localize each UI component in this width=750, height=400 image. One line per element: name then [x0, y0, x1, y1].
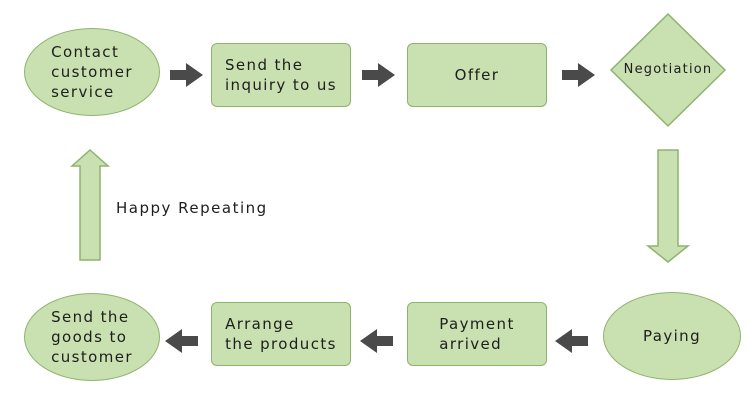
arrow-payment-to-arrange	[360, 329, 393, 353]
arrow-arrange-to-send-goods	[165, 329, 198, 353]
negotiation-diamond	[609, 12, 727, 128]
node-label: Payment arrived	[439, 315, 515, 353]
node-contact-customer-service: Contact customer service	[24, 28, 160, 116]
node-send-inquiry: Send the inquiry to us	[211, 43, 351, 107]
arrow-paying-to-payment	[555, 329, 588, 353]
arrow-negotiation-to-paying	[645, 149, 691, 263]
node-label: Negotiation	[623, 62, 713, 77]
node-offer: Offer	[407, 43, 547, 107]
arrow-inquiry-to-offer	[362, 63, 395, 87]
node-label: Send the goods to customer	[51, 308, 133, 366]
node-label: Paying	[642, 327, 702, 345]
node-label: Arrange the products	[225, 315, 337, 353]
arrow-repeat-up	[70, 148, 110, 261]
arrow-contact-to-inquiry	[170, 63, 203, 87]
node-arrange-products: Arrange the products	[211, 302, 351, 366]
node-negotiation-label: Negotiation	[611, 60, 725, 80]
node-paying: Paying	[603, 292, 741, 380]
node-payment-arrived: Payment arrived	[407, 302, 547, 366]
node-label: Contact customer service	[51, 43, 133, 101]
arrow-offer-to-negotiation	[562, 63, 595, 87]
node-label: Send the inquiry to us	[224, 56, 338, 94]
node-send-goods: Send the goods to customer	[24, 293, 160, 381]
loop-label: Happy Repeating	[116, 199, 268, 217]
node-label: Offer	[454, 66, 500, 84]
